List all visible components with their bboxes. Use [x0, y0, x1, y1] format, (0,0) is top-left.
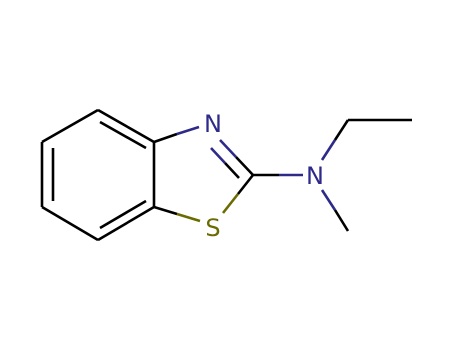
bond-nexo-methyl-n	[320, 189, 337, 211]
bond-c3a-n3-n	[176, 125, 200, 136]
bond-c7-c7a-inner	[99, 199, 147, 230]
atom-label-s1: S	[205, 214, 220, 242]
bond-s1-c7a-c	[153, 205, 178, 216]
bond-c6-c7	[41, 205, 99, 242]
bond-c3a-c4	[97, 108, 155, 144]
bond-c7-c7a	[97, 205, 155, 242]
bond-c3a-c4-inner	[99, 120, 147, 150]
bond-c3a-n3-c	[153, 132, 178, 144]
bond-n3-c2-inner-n	[210, 147, 226, 164]
bond-nexo-ch2-c	[333, 119, 350, 141]
thiazole-ring	[153, 125, 255, 223]
bond-c2-s1-c	[236, 174, 255, 195]
benzene-ring	[40, 108, 156, 242]
bond-c4-c5	[41, 108, 99, 144]
bond-c2-s1-s	[221, 193, 240, 214]
bond-n3-c2-n	[219, 139, 237, 158]
bond-nexo-methyl-c	[333, 209, 350, 232]
bond-n3-c2-c	[235, 156, 254, 176]
amine-substituent	[253, 118, 412, 232]
bond-s1-c7a-s	[176, 212, 201, 223]
atom-label-n3: N	[204, 110, 222, 138]
atom-label-nexo: N	[306, 162, 324, 190]
bond-n3-c2-inner-c	[224, 162, 240, 179]
bond-nexo-ch2-n	[320, 139, 337, 161]
